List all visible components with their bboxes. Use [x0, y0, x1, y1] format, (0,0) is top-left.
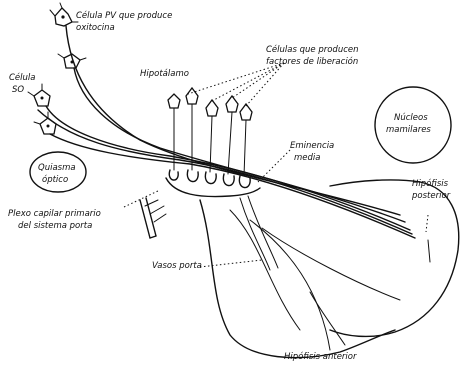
median-eminence-label-2: media [294, 153, 320, 163]
optic-chiasm-label: Quiasma [38, 163, 76, 173]
so-neuron-cell [28, 84, 50, 106]
primary-plexus-label: Plexo capilar primario [8, 209, 101, 219]
axon-tract [38, 26, 415, 238]
posterior-pituitary-label-2: posterior [411, 191, 451, 201]
anterior-pituitary [200, 200, 400, 358]
so-cell-label-2: SO [12, 85, 24, 95]
releasing-cells-label: Células que producen [266, 44, 359, 55]
hypothalamus-label: Hipotálamo [140, 69, 189, 79]
leader-lines [124, 63, 428, 267]
optic-chiasm-label-2: óptico [42, 174, 68, 185]
portal-vessels-label: Vasos porta [152, 261, 202, 271]
mammillary-label-2: mamilares [386, 125, 431, 135]
pv-cell-label: Célula PV que produce [76, 10, 172, 21]
pv-cell-label-2: oxitocina [76, 23, 115, 33]
mammillary-label: Núcleos [394, 113, 428, 123]
anterior-pituitary-label: Hipófisis anterior [284, 351, 357, 362]
primary-plexus-label-2: del sistema porta [18, 221, 92, 231]
median-eminence-label: Eminencia [290, 141, 334, 151]
portal-vessel [140, 196, 278, 270]
pv-neuron-cell [50, 3, 78, 26]
posterior-pituitary-label: Hipófisis [412, 178, 449, 189]
so-cell-label: Célula [9, 72, 35, 83]
releasing-cells-label-2: factores de liberación [266, 56, 358, 67]
